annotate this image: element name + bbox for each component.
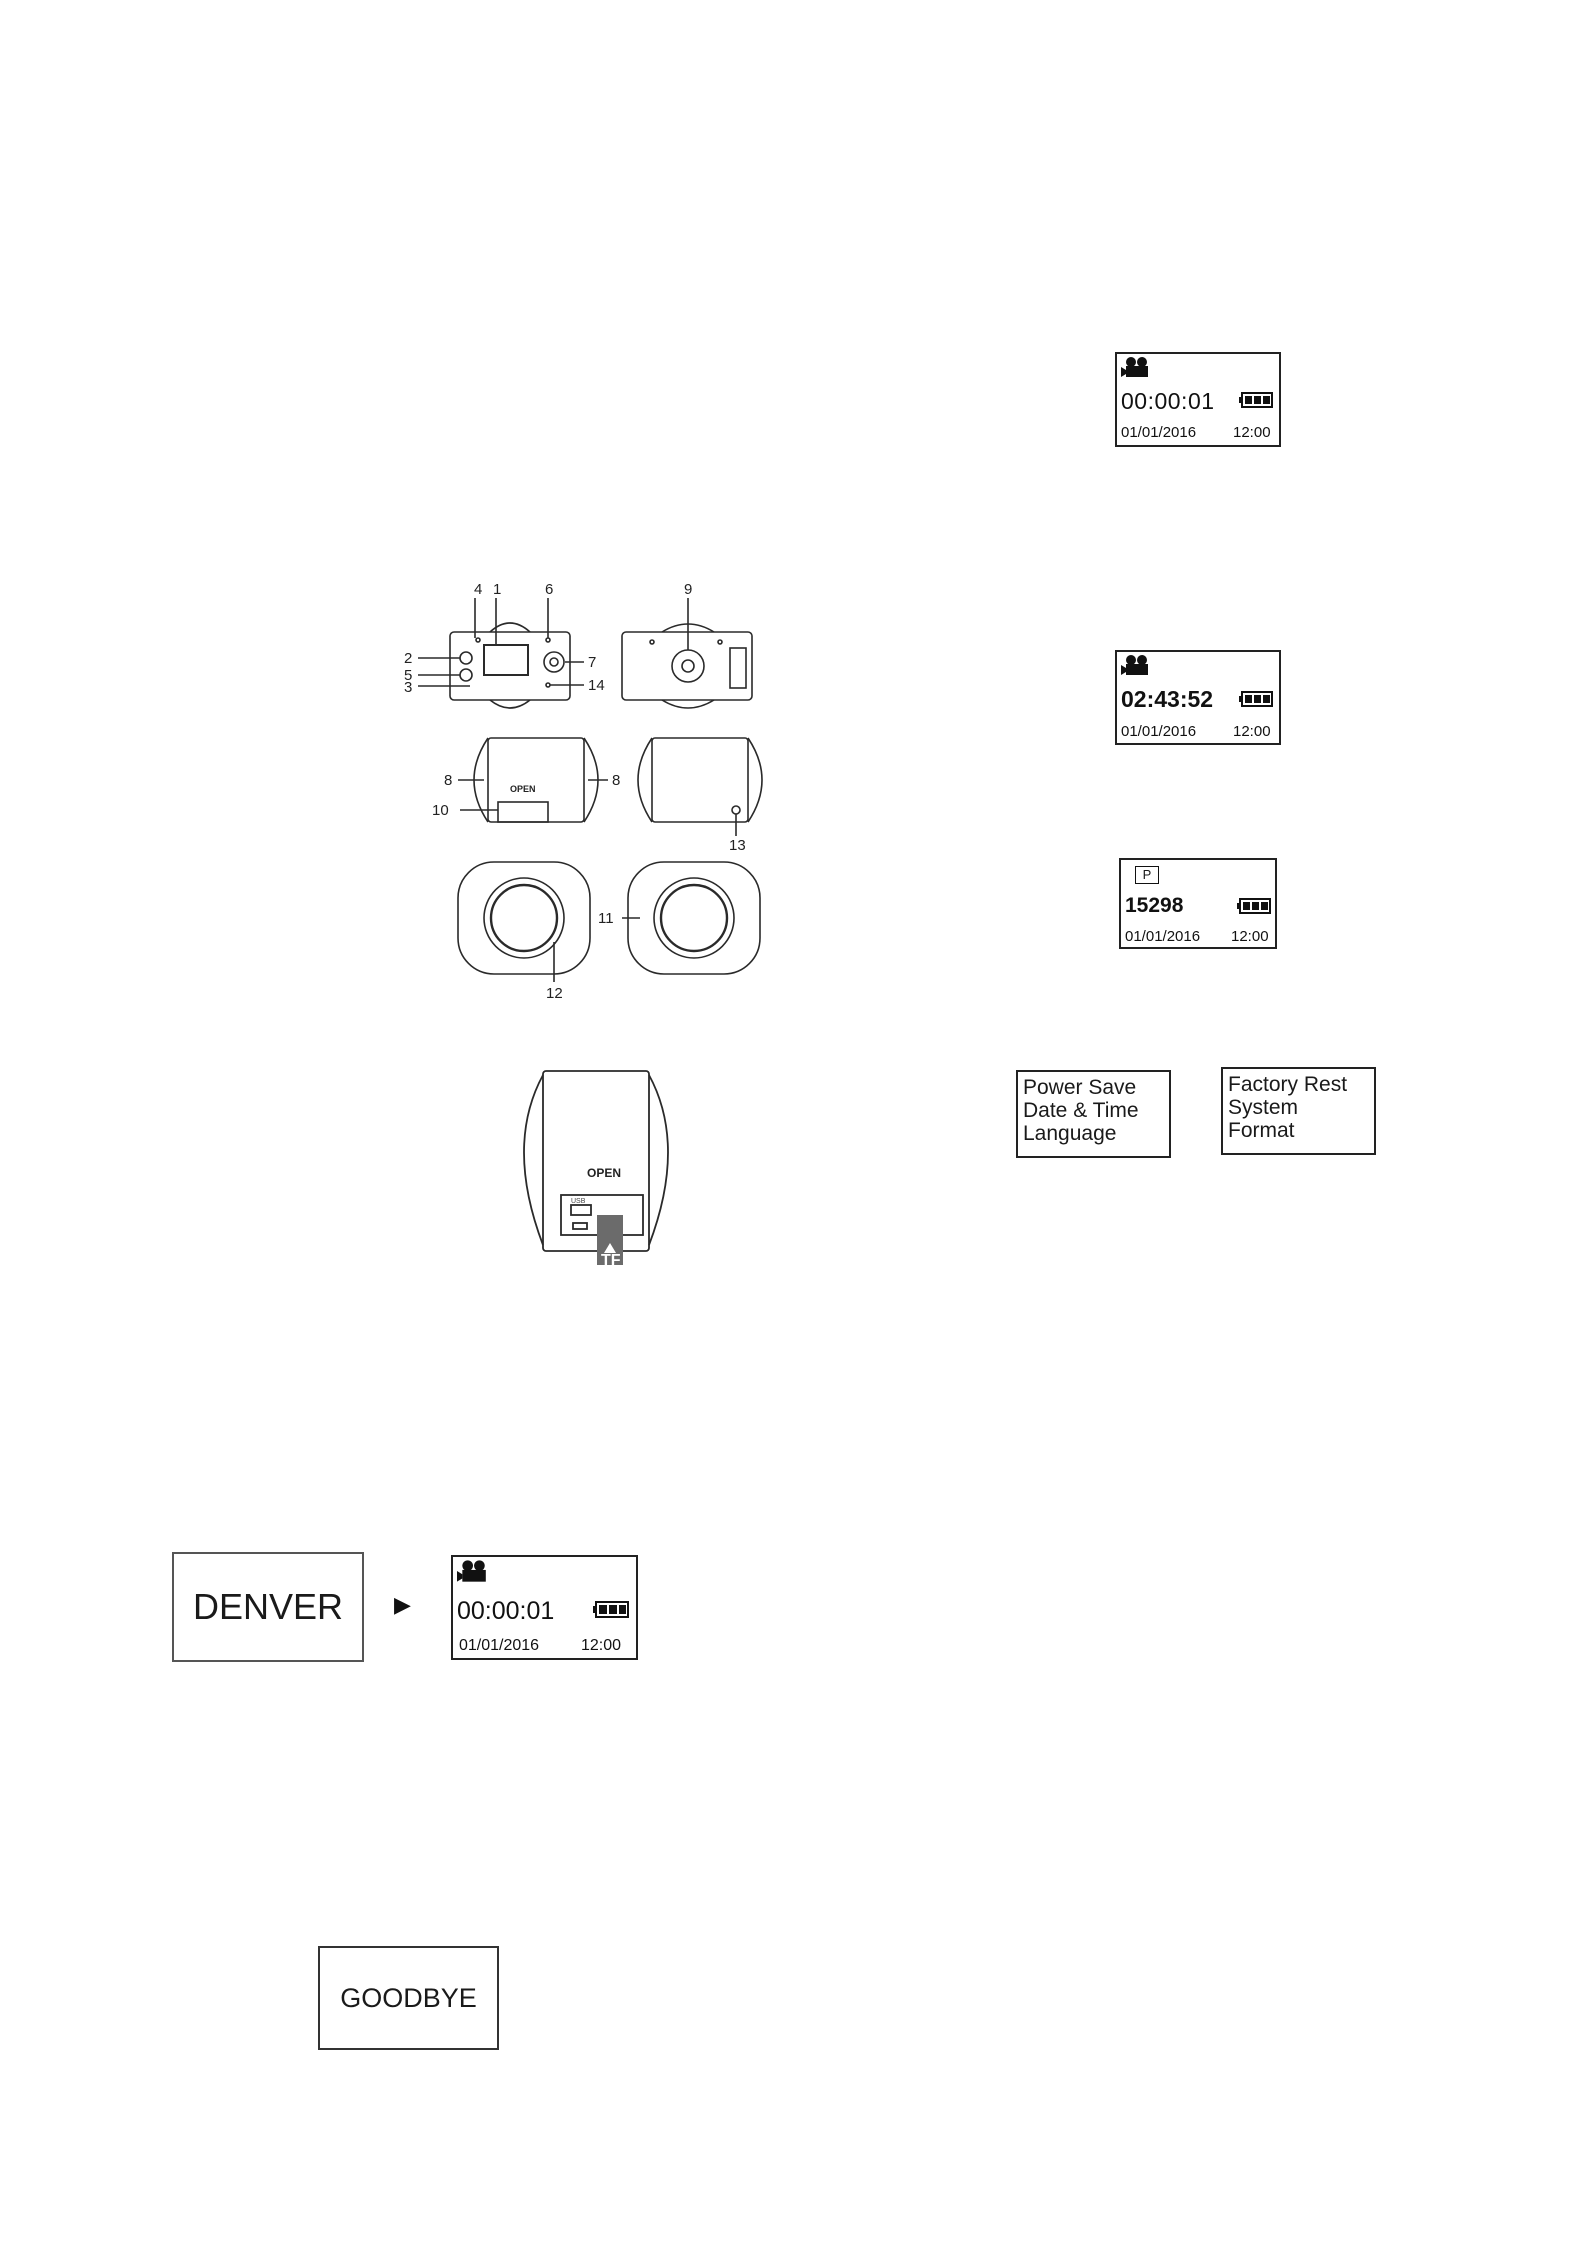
menu-item-format: Format — [1228, 1119, 1369, 1142]
settings-menu-page-1: Power Save Date & Time Language — [1016, 1070, 1171, 1158]
camera-bottom-view — [622, 598, 752, 708]
denver-logo-text: DENVER — [193, 1586, 343, 1628]
goodbye-screen: GOODBYE — [318, 1946, 499, 2050]
clock-display: 12:00 — [581, 1637, 621, 1655]
label-8-right: 8 — [612, 772, 620, 789]
menu-item-system: System — [1228, 1096, 1369, 1119]
label-14: 14 — [588, 677, 605, 694]
open-label-large: OPEN — [587, 1166, 621, 1180]
video-camera-icon — [457, 1559, 489, 1583]
camera-side-view-door — [458, 738, 608, 822]
label-2: 2 — [404, 650, 412, 667]
menu-item-language: Language — [1023, 1122, 1164, 1145]
date-display: 01/01/2016 — [1121, 424, 1196, 441]
open-label-small: OPEN — [510, 784, 536, 794]
battery-full-icon — [593, 1601, 629, 1619]
menu-item-factory-reset: Factory Rest — [1228, 1073, 1369, 1096]
recording-time: 00:00:01 — [1121, 388, 1215, 415]
camera-lens-view-left — [458, 862, 590, 982]
label-9: 9 — [684, 581, 692, 598]
arrow-icon: ▶ — [394, 1592, 411, 1618]
battery-full-icon — [1239, 392, 1273, 408]
camera-front-view — [418, 598, 584, 708]
video-camera-icon — [1121, 356, 1151, 378]
remaining-photo-count: 15298 — [1125, 894, 1183, 918]
usb-label: USB — [571, 1198, 586, 1205]
recording-time: 02:43:52 — [1121, 686, 1213, 713]
denver-splash-screen: DENVER — [172, 1552, 364, 1662]
label-10: 10 — [432, 802, 449, 819]
date-display: 01/01/2016 — [1121, 723, 1196, 740]
date-display: 01/01/2016 — [1125, 928, 1200, 945]
camera-lens-view-right — [622, 862, 760, 974]
lcd-video-standby: 00:00:01 01/01/2016 12:00 — [1115, 352, 1281, 447]
label-7: 7 — [588, 654, 596, 671]
battery-full-icon — [1239, 691, 1273, 707]
clock-display: 12:00 — [1233, 723, 1271, 740]
clock-display: 12:00 — [1233, 424, 1271, 441]
lcd-photo-mode: P 15298 01/01/2016 12:00 — [1119, 858, 1277, 949]
menu-item-date-time: Date & Time — [1023, 1099, 1164, 1122]
battery-full-icon — [1237, 898, 1271, 914]
tf-card-label: TF — [601, 1252, 621, 1269]
label-6: 6 — [545, 581, 553, 598]
label-1: 1 — [493, 581, 501, 598]
video-camera-icon — [1121, 654, 1151, 676]
label-11: 11 — [598, 910, 614, 927]
menu-item-power-save: Power Save — [1023, 1076, 1164, 1099]
label-3: 3 — [404, 679, 412, 696]
label-4: 4 — [474, 581, 482, 598]
camera-parts-diagram: 4 1 6 9 2 5 3 7 14 8 8 10 13 11 12 OPEN — [400, 570, 780, 1060]
label-13: 13 — [729, 837, 746, 854]
lcd-video-recording: 02:43:52 01/01/2016 12:00 — [1115, 650, 1281, 745]
label-8-left: 8 — [444, 772, 452, 789]
recording-time: 00:00:01 — [457, 1597, 554, 1626]
sd-card-insertion-diagram: OPEN USB TF — [515, 1065, 675, 1290]
settings-menu-page-2: Factory Rest System Format — [1221, 1067, 1376, 1155]
camera-side-view-back — [638, 738, 762, 836]
label-12: 12 — [546, 985, 563, 1002]
photo-mode-icon: P — [1135, 866, 1159, 884]
clock-display: 12:00 — [1231, 928, 1269, 945]
goodbye-text: GOODBYE — [340, 1983, 477, 2014]
lcd-power-on-video: 00:00:01 01/01/2016 12:00 — [451, 1555, 638, 1660]
date-display: 01/01/2016 — [459, 1637, 539, 1655]
